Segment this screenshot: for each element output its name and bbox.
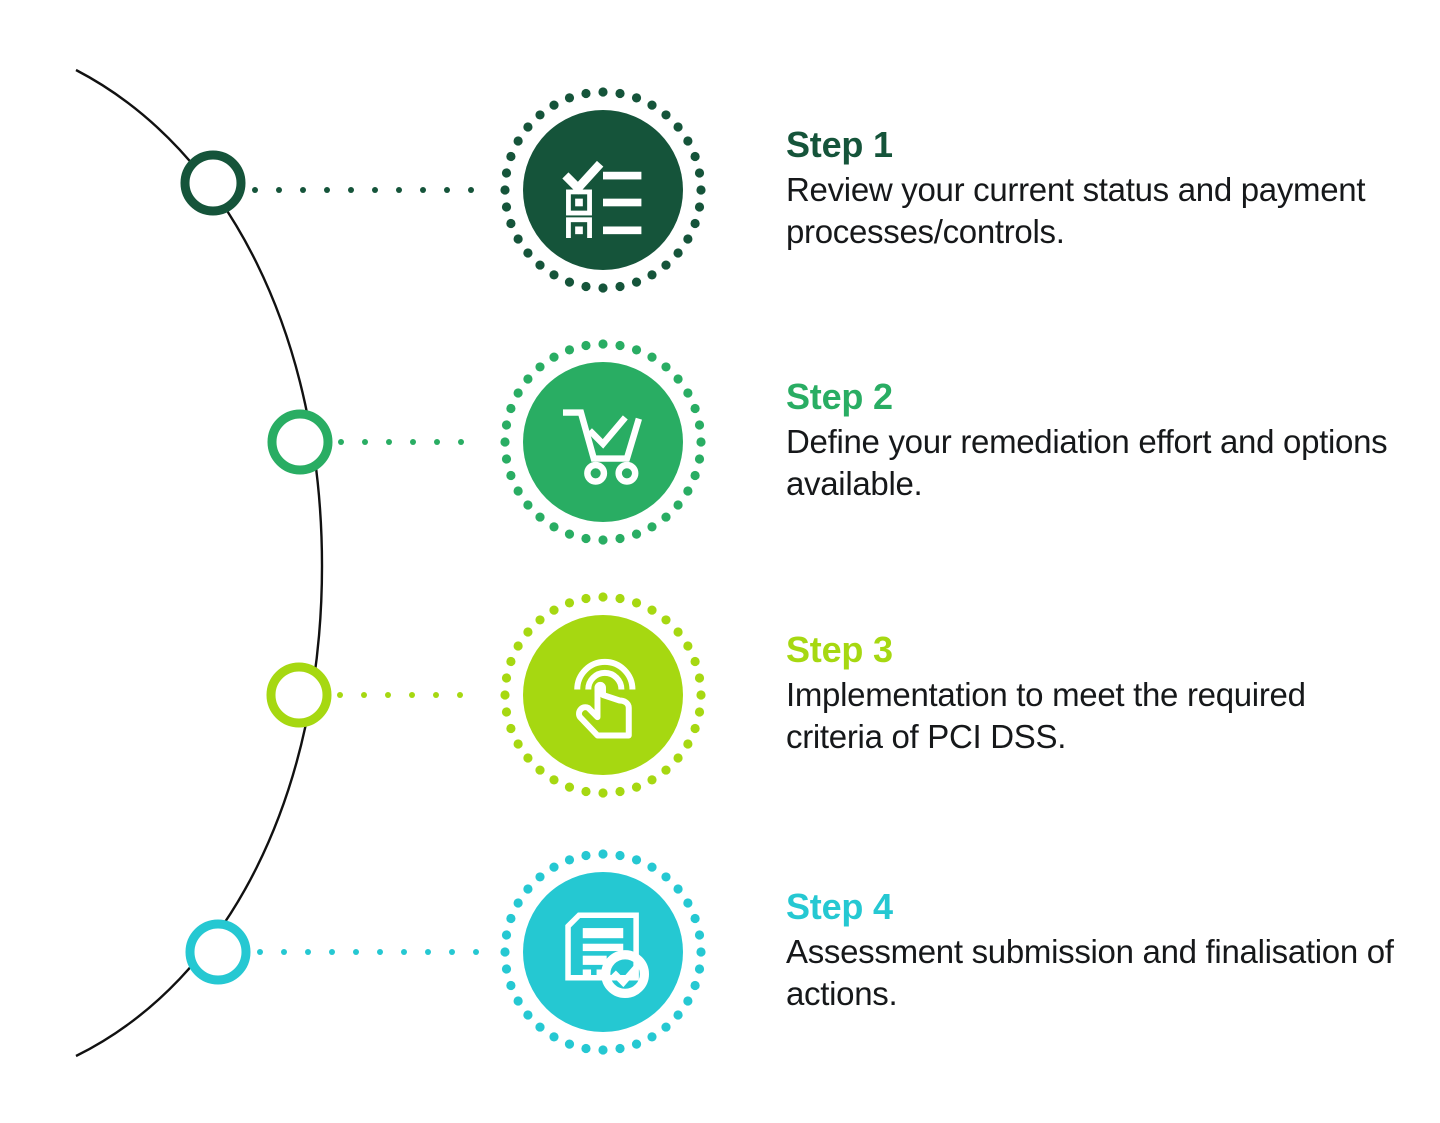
step-description-3: Implementation to meet the required crit…	[786, 675, 1306, 755]
connector-dot	[420, 187, 426, 193]
connector-dot	[457, 692, 463, 698]
document-approved-icon	[523, 872, 683, 1032]
connector-dot	[444, 187, 450, 193]
step-text-1: Step 1 Review your current status and pa…	[786, 123, 1406, 253]
step-row-4: Step 4 Assessment submission and finalis…	[0, 842, 1440, 1062]
connector-dot	[353, 949, 359, 955]
icon-dot-ring-3	[500, 592, 706, 798]
connector-dot	[257, 949, 263, 955]
connector-line-3	[337, 692, 497, 698]
step-description-2: Define your remediation effort and optio…	[786, 422, 1388, 502]
connector-dot	[473, 949, 479, 955]
connector-dot	[252, 187, 258, 193]
step-text-2: Step 2 Define your remediation effort an…	[786, 375, 1406, 505]
step-heading-1: Step 1	[786, 123, 893, 165]
connector-dot	[337, 692, 343, 698]
connector-dot	[410, 439, 416, 445]
connector-dot	[425, 949, 431, 955]
step-heading-2: Step 2	[786, 375, 893, 417]
connector-dot	[300, 187, 306, 193]
connector-line-1	[252, 187, 497, 193]
icon-dot-ring-1	[500, 87, 706, 293]
step-row-3: Step 3 Implementation to meet the requir…	[0, 585, 1440, 805]
step-heading-4: Step 4	[786, 885, 893, 927]
connector-dot	[449, 949, 455, 955]
connector-dot	[401, 949, 407, 955]
connector-dot	[361, 692, 367, 698]
step-heading-3: Step 3	[786, 628, 893, 670]
connector-dot	[468, 187, 474, 193]
icon-badge-4[interactable]	[497, 846, 709, 1058]
connector-dot	[305, 949, 311, 955]
connector-dot	[362, 439, 368, 445]
connector-dot	[434, 439, 440, 445]
connector-dot	[386, 439, 392, 445]
connector-dot	[348, 187, 354, 193]
step-description-1: Review your current status and payment p…	[786, 170, 1366, 250]
shopping-cart-check-icon	[523, 362, 683, 522]
touch-gesture-icon	[523, 615, 683, 775]
connector-dot	[372, 187, 378, 193]
connector-dot	[338, 439, 344, 445]
connector-dot	[409, 692, 415, 698]
icon-dot-ring-4	[500, 849, 706, 1055]
step-text-3: Step 3 Implementation to meet the requir…	[786, 628, 1406, 758]
connector-dot	[329, 949, 335, 955]
step-description-4: Assessment submission and finalisation o…	[786, 932, 1394, 1012]
connector-line-2	[338, 439, 497, 445]
icon-dot-ring-2	[500, 339, 706, 545]
connector-dot	[433, 692, 439, 698]
connector-dot	[276, 187, 282, 193]
connector-line-4	[257, 949, 497, 955]
step-row-2: Step 2 Define your remediation effort an…	[0, 332, 1440, 552]
checklist-icon	[523, 110, 683, 270]
icon-badge-2[interactable]	[497, 336, 709, 548]
connector-dot	[281, 949, 287, 955]
icon-badge-1[interactable]	[497, 84, 709, 296]
step-text-4: Step 4 Assessment submission and finalis…	[786, 885, 1406, 1015]
connector-dot	[385, 692, 391, 698]
step-row-1: Step 1 Review your current status and pa…	[0, 80, 1440, 300]
icon-badge-3[interactable]	[497, 589, 709, 801]
connector-dot	[324, 187, 330, 193]
connector-dot	[396, 187, 402, 193]
connector-dot	[377, 949, 383, 955]
connector-dot	[458, 439, 464, 445]
